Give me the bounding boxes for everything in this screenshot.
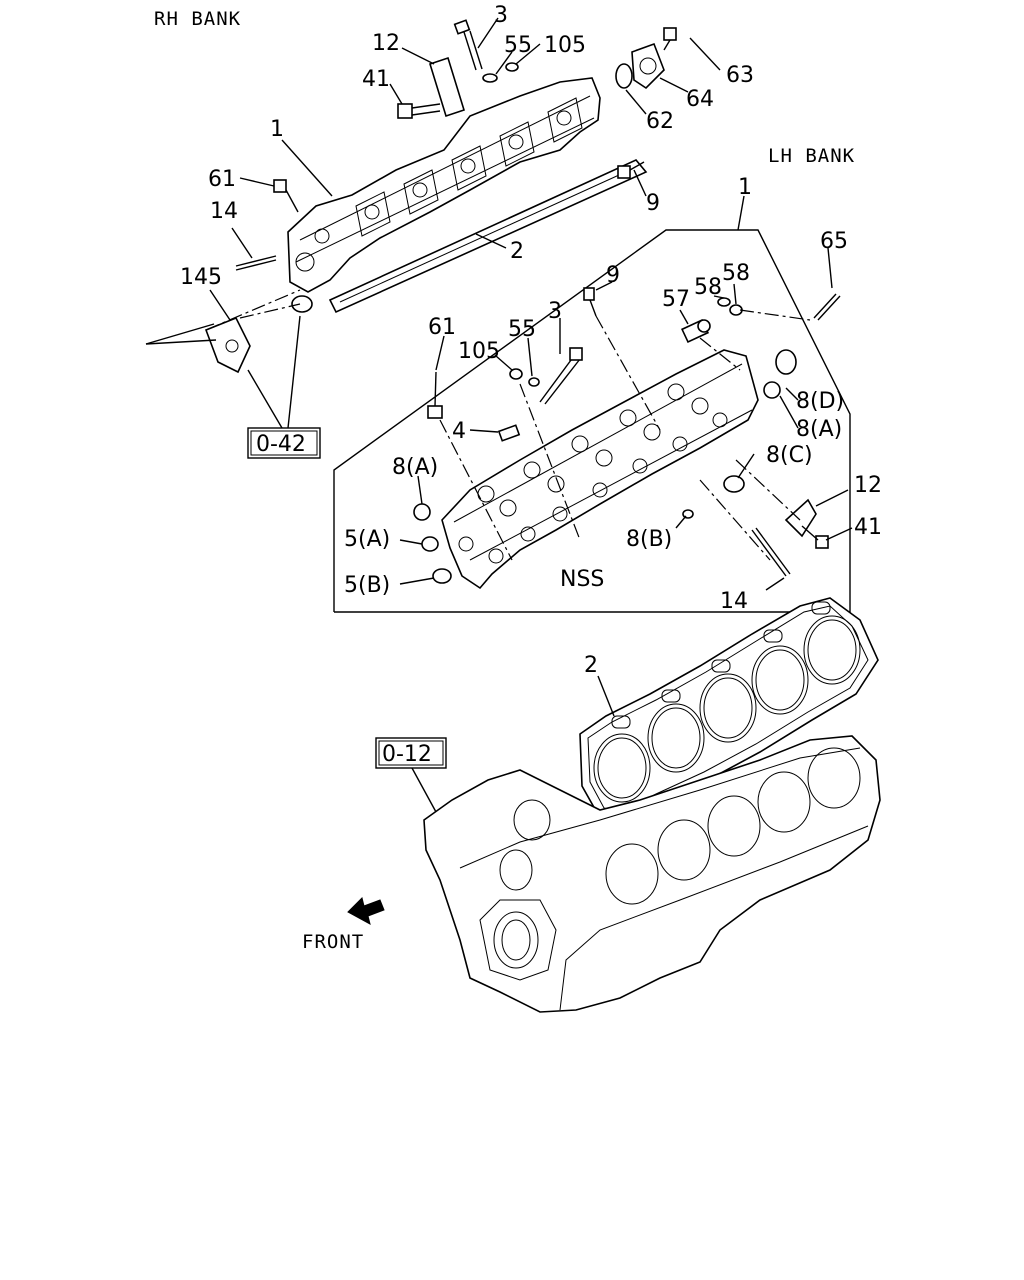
- lh-stud-14: [751, 527, 791, 577]
- lh-bracket-12: [784, 498, 817, 538]
- callout-lh-55: 55: [508, 317, 536, 342]
- rh-bank-title: RH BANK: [154, 8, 241, 30]
- rh-seal: [505, 62, 519, 72]
- callout-rh-3: 3: [494, 3, 508, 28]
- ref-0-12-leader: [411, 767, 437, 813]
- lh-plug-8c: [723, 475, 745, 493]
- callout-rh-62: 62: [646, 109, 674, 134]
- ref-box-0-42[interactable]: 0-42: [247, 427, 321, 459]
- lh-parts: [413, 287, 841, 584]
- callout-lh-4: 4: [452, 419, 466, 444]
- rh-washer: [482, 73, 498, 83]
- lh-plug-8a-left: [413, 503, 431, 521]
- callout-rh-12: 12: [372, 31, 400, 56]
- rh-o-ring: [615, 63, 633, 89]
- lh-dash-lines: [439, 309, 811, 561]
- ref-box-0-12[interactable]: 0-12: [375, 737, 447, 769]
- rh-plug: [617, 161, 645, 179]
- lh-plug-8d: [775, 349, 797, 375]
- rh-lifting-bracket: [204, 316, 251, 374]
- front-arrow-icon: [347, 897, 385, 925]
- lh-stud-65: [813, 293, 841, 321]
- rh-leader-lines: [145, 17, 721, 429]
- lh-callouts: 1 65 9 58 58 57 61 55 3 105 8(D) 8(A) 4 …: [344, 175, 882, 614]
- callout-lh-8b: 8(B): [626, 527, 672, 552]
- callout-rh-14: 14: [210, 199, 238, 224]
- callout-lh-3: 3: [548, 299, 562, 324]
- lh-plug-5a: [421, 536, 439, 552]
- lh-plug-8a-right: [763, 381, 781, 399]
- callout-rh-55: 55: [504, 33, 532, 58]
- callout-lh-5b: 5(B): [344, 573, 390, 598]
- callout-rh-61: 61: [208, 167, 236, 192]
- callout-gasket-2: 2: [584, 653, 598, 678]
- lh-plug-5b: [432, 568, 452, 584]
- callout-lh-nss: NSS: [560, 567, 604, 592]
- callout-lh-58a: 58: [694, 275, 722, 300]
- callout-lh-8a-left: 8(A): [392, 455, 438, 480]
- ref-0-42-label: 0-42: [256, 432, 306, 457]
- rh-sensor: [273, 179, 299, 213]
- callout-lh-8d: 8(D): [796, 389, 844, 414]
- lh-dowel-4: [497, 424, 521, 442]
- callout-lh-8a-right: 8(A): [796, 417, 842, 442]
- gasket-leader: [597, 675, 615, 717]
- callout-lh-9: 9: [606, 263, 620, 288]
- lh-bolt-41: [801, 525, 829, 549]
- callout-rh-105: 105: [544, 33, 586, 58]
- callout-lh-41: 41: [854, 515, 882, 540]
- callout-lh-61: 61: [428, 315, 456, 340]
- callout-lh-105: 105: [458, 339, 500, 364]
- lh-tube-57: [681, 318, 711, 344]
- callout-rh-145: 145: [180, 265, 222, 290]
- rh-cover: [631, 42, 665, 90]
- rh-cylinder-head: [287, 77, 648, 314]
- lh-washer-55: [528, 377, 540, 387]
- lh-sensor-61: [427, 371, 443, 419]
- callout-rh-2: 2: [510, 239, 524, 264]
- rh-bracket: [429, 56, 465, 118]
- callout-lh-1: 1: [738, 175, 752, 200]
- rh-head-body: [287, 77, 601, 293]
- lh-head-body: [441, 349, 759, 590]
- rh-bracket-bolt: [397, 103, 441, 119]
- lh-cylinder-head: [441, 349, 759, 590]
- rh-head-bolt: [453, 19, 483, 71]
- lh-seal-105: [509, 368, 523, 380]
- lh-bolt-3: [539, 347, 583, 405]
- callout-rh-1: 1: [270, 117, 284, 142]
- rh-head-gasket: [328, 159, 648, 314]
- callout-rh-9: 9: [646, 191, 660, 216]
- lh-leader-lines: [399, 247, 853, 591]
- callout-rh-64: 64: [686, 87, 714, 112]
- rh-callouts: 3 12 55 105 41 63 64 62 1 61 9 14 2 145: [180, 3, 754, 290]
- lh-plug-9: [583, 287, 597, 317]
- callout-rh-63: 63: [726, 63, 754, 88]
- callout-lh-5a: 5(A): [344, 527, 390, 552]
- callout-lh-8c: 8(C): [766, 443, 813, 468]
- engine-block: [423, 735, 881, 1013]
- callout-rh-41: 41: [362, 67, 390, 92]
- rh-stud: [235, 255, 277, 271]
- ref-0-12-label: 0-12: [382, 742, 432, 767]
- front-label: FRONT: [302, 931, 364, 953]
- callout-lh-65: 65: [820, 229, 848, 254]
- callout-lh-57: 57: [662, 287, 690, 312]
- callout-lh-12: 12: [854, 473, 882, 498]
- rh-sleeve: [291, 295, 313, 313]
- rh-cover-bolt: [663, 27, 677, 51]
- rh-parts: [204, 19, 677, 374]
- callout-lh-14: 14: [720, 589, 748, 614]
- callout-lh-58b: 58: [722, 261, 750, 286]
- lh-bank-title: LH BANK: [768, 145, 855, 167]
